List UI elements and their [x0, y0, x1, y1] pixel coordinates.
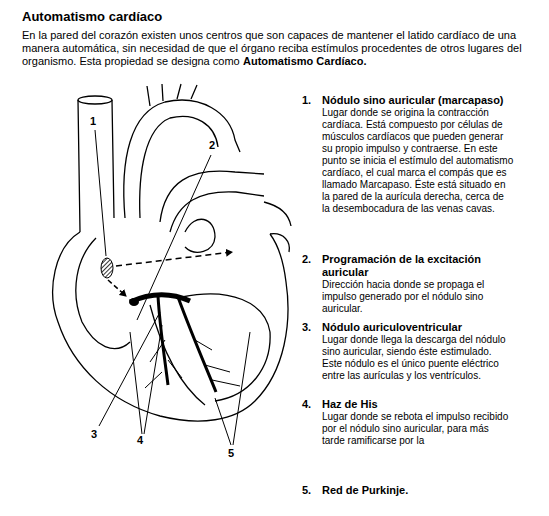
septum [150, 305, 205, 405]
item-heading: Programación de la excitación auricular [322, 253, 527, 279]
pulmonary-veins [264, 202, 291, 252]
excitation-arrow [116, 252, 232, 266]
left-ventricle-wall [182, 294, 270, 401]
sinoatrial-node [101, 258, 113, 278]
superior-vena-cava [78, 100, 114, 232]
callout-number: 1 [90, 115, 96, 128]
item-body: Lugar donde llega la descarga del nódulo… [322, 334, 514, 382]
item-number: 3. [302, 321, 311, 334]
item-body: Lugar donde se rebota el impulso recibid… [322, 411, 514, 447]
av-node [129, 298, 139, 306]
heart-outline [53, 84, 291, 421]
item-heading: Nódulo sino auricular (marcapaso) [322, 94, 527, 107]
pulmonary-artery [160, 171, 264, 232]
valve [185, 219, 215, 252]
item-number: 1. [302, 94, 311, 107]
callout-number: 2 [209, 139, 215, 152]
callout-number: 3 [91, 428, 97, 441]
aorta-inner [140, 116, 218, 218]
excitation-arrow [108, 280, 126, 296]
item-heading: Nódulo auriculoventricular [322, 321, 527, 334]
intro-keyword: Automatismo Cardíaco. [243, 55, 366, 67]
leader-line [144, 325, 162, 434]
intro-paragraph: En la pared del corazón existen unos cen… [22, 29, 537, 68]
item-number: 5. [302, 484, 311, 497]
item-heading: Red de Purkinje. [322, 484, 527, 497]
leader-line [130, 332, 142, 434]
leader-lines [95, 130, 250, 445]
leader-line [137, 155, 211, 320]
leader-line [233, 332, 250, 445]
callout-number: 5 [228, 447, 234, 460]
callout-number: 4 [137, 434, 143, 447]
aorta-outer [124, 100, 240, 218]
vena-cava-opening [78, 96, 112, 104]
aortic-branches [147, 84, 197, 106]
list-item: 4. Haz de HisLugar donde se rebota el imp… [302, 398, 542, 447]
heart-wall [53, 232, 288, 421]
conduction-system [101, 252, 240, 392]
item-body: Dirección hacia donde se propaga el impu… [322, 279, 514, 315]
item-number: 4. [302, 398, 311, 411]
item-body: Lugar donde se origina la contracción ca… [322, 107, 514, 215]
list-item: 1. Nódulo sino auricular (marcapaso)Lugar… [302, 94, 542, 215]
list-item: 5. Red de Purkinje. [302, 484, 542, 497]
left-bundle-branch [178, 297, 216, 392]
leader-line [99, 312, 160, 426]
right-atrium-wall [76, 238, 130, 349]
item-heading: Haz de His [322, 398, 527, 411]
list-item: 2. Programación de la excitación auricula… [302, 253, 542, 315]
title: Automatismo cardíaco [22, 9, 162, 24]
item-number: 2. [302, 253, 311, 266]
leader-line [95, 130, 106, 256]
purkinje-fibers [145, 340, 240, 388]
list-item: 3. Nódulo auriculoventricularLugar donde … [302, 321, 542, 382]
leader-line [215, 398, 231, 445]
